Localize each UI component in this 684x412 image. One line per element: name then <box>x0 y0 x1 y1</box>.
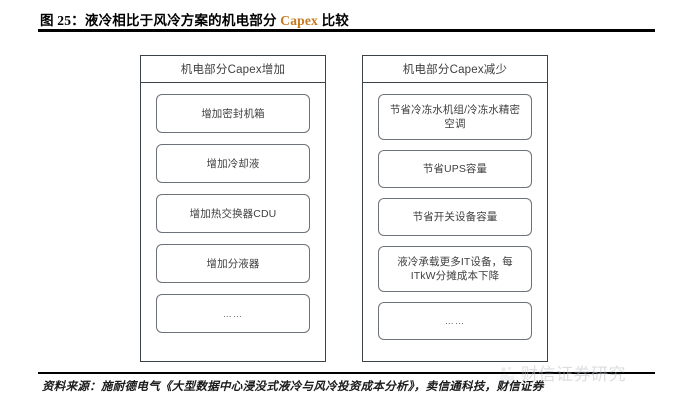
list-item: 液冷承载更多IT设备，每ITkW分摊成本下降 <box>378 246 532 292</box>
list-item: 增加冷却液 <box>156 144 310 183</box>
card-label: 增加冷却液 <box>206 157 260 170</box>
title-divider-rule <box>38 29 655 32</box>
card-label: 液冷承载更多IT设备，每ITkW分摊成本下降 <box>397 256 513 282</box>
card-label: 节省开关设备容量 <box>412 211 498 223</box>
card-label: …… <box>444 316 466 326</box>
card-label: 增加热交换器CDU <box>189 207 277 220</box>
list-item: 节省冷冻水机组/冷冻水精密空调 <box>378 94 532 140</box>
card-label: 增加分液器 <box>206 257 260 270</box>
list-item: 增加热交换器CDU <box>156 194 310 233</box>
source-note: 资料来源：施耐德电气《大型数据中心浸没式液冷与风冷投资成本分析》，卖信通科技，财… <box>42 381 544 393</box>
column-capex-increase: 机电部分Capex增加 增加密封机箱 增加冷却液 增加热交换器CDU 增加分液器… <box>140 55 326 362</box>
card-label: 增加密封机箱 <box>201 107 265 120</box>
list-item: 增加分液器 <box>156 244 310 283</box>
column-header-capex-decrease: 机电部分Capex减少 <box>362 55 548 83</box>
list-item: 节省UPS容量 <box>378 150 532 188</box>
list-item-ellipsis: …… <box>156 294 310 333</box>
page-title: 图 25：液冷相比于风冷方案的机电部分 Capex 比较 <box>40 9 349 29</box>
source-divider-rule <box>38 372 655 374</box>
card-label: 节省UPS容量 <box>422 163 488 175</box>
page-title-suffix: 比较 <box>318 13 349 28</box>
list-item-ellipsis: …… <box>378 302 532 340</box>
list-item: 节省开关设备容量 <box>378 198 532 236</box>
page-title-prefix: 图 25：液冷相比于风冷方案的机电部分 <box>40 13 281 28</box>
page-title-capex: Capex <box>280 13 318 28</box>
card-label: 节省冷冻水机组/冷冻水精密空调 <box>389 104 521 130</box>
column-body-capex-increase: 增加密封机箱 增加冷却液 增加热交换器CDU 增加分液器 …… <box>140 83 326 362</box>
column-body-capex-decrease: 节省冷冻水机组/冷冻水精密空调 节省UPS容量 节省开关设备容量 液冷承载更多I… <box>362 83 548 362</box>
column-capex-decrease: 机电部分Capex减少 节省冷冻水机组/冷冻水精密空调 节省UPS容量 节省开关… <box>362 55 548 362</box>
card-label: …… <box>222 308 244 319</box>
list-item: 增加密封机箱 <box>156 94 310 133</box>
column-header-capex-increase: 机电部分Capex增加 <box>140 55 326 83</box>
